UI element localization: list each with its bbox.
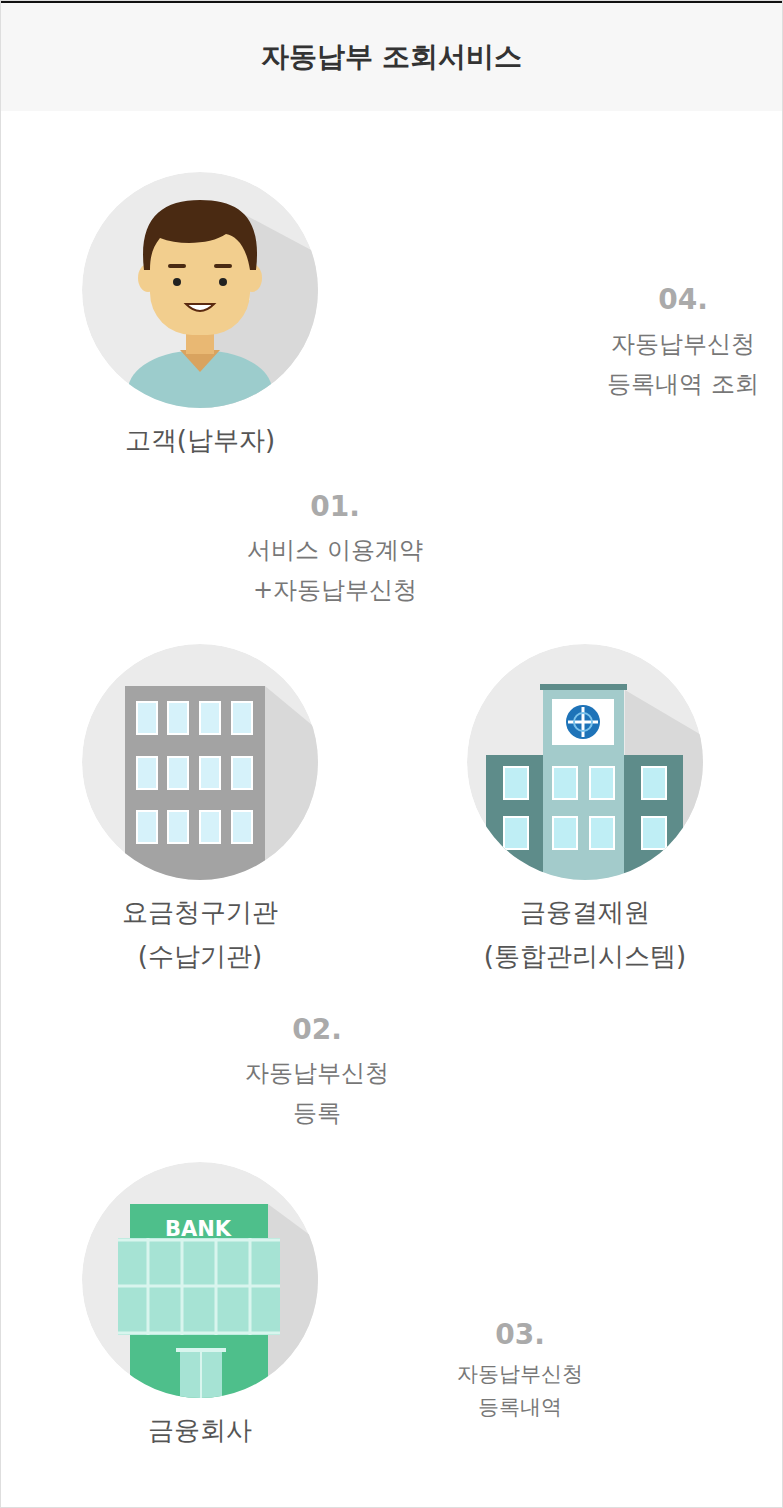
node-circle: 고객(납부자) [80,172,320,462]
callout-number: 02. [277,1011,357,1049]
customer-icon [82,172,330,430]
kftc-building-icon [467,644,710,900]
node-circle: 금융회사 [80,1162,320,1452]
node-label: 금융회사 [93,1408,308,1452]
edge-label: 서비스 이용계약 +자동납부신청 [240,530,430,610]
edge-label: 자동납부신청 등록내역 [448,1358,593,1424]
node-label: 요금청구기관 (수납기관) [93,890,308,978]
bank-sign: BANK [153,1215,243,1243]
edge-label: 자동납부신청 등록 [235,1053,400,1133]
node-label: 금융결제원 (통합관리시스템) [478,890,693,978]
node-circle: 요금청구기관 (수납기관) [80,644,320,978]
callout-number: 03. [480,1316,560,1354]
header-band: 자동납부 조회서비스 [0,0,783,111]
diagram-title: 자동납부 조회서비스 [0,3,783,111]
billing-building-icon [82,644,330,900]
callout-number: 01. [295,488,375,526]
node-circle: 금융결제원 (통합관리시스템) [465,644,705,978]
edge-label: 자동납부신청 등록내역 조회 [593,324,773,404]
bank-building-icon [82,1162,330,1420]
callout-number: 04. [643,281,723,319]
node-label: 고객(납부자) [93,418,308,462]
